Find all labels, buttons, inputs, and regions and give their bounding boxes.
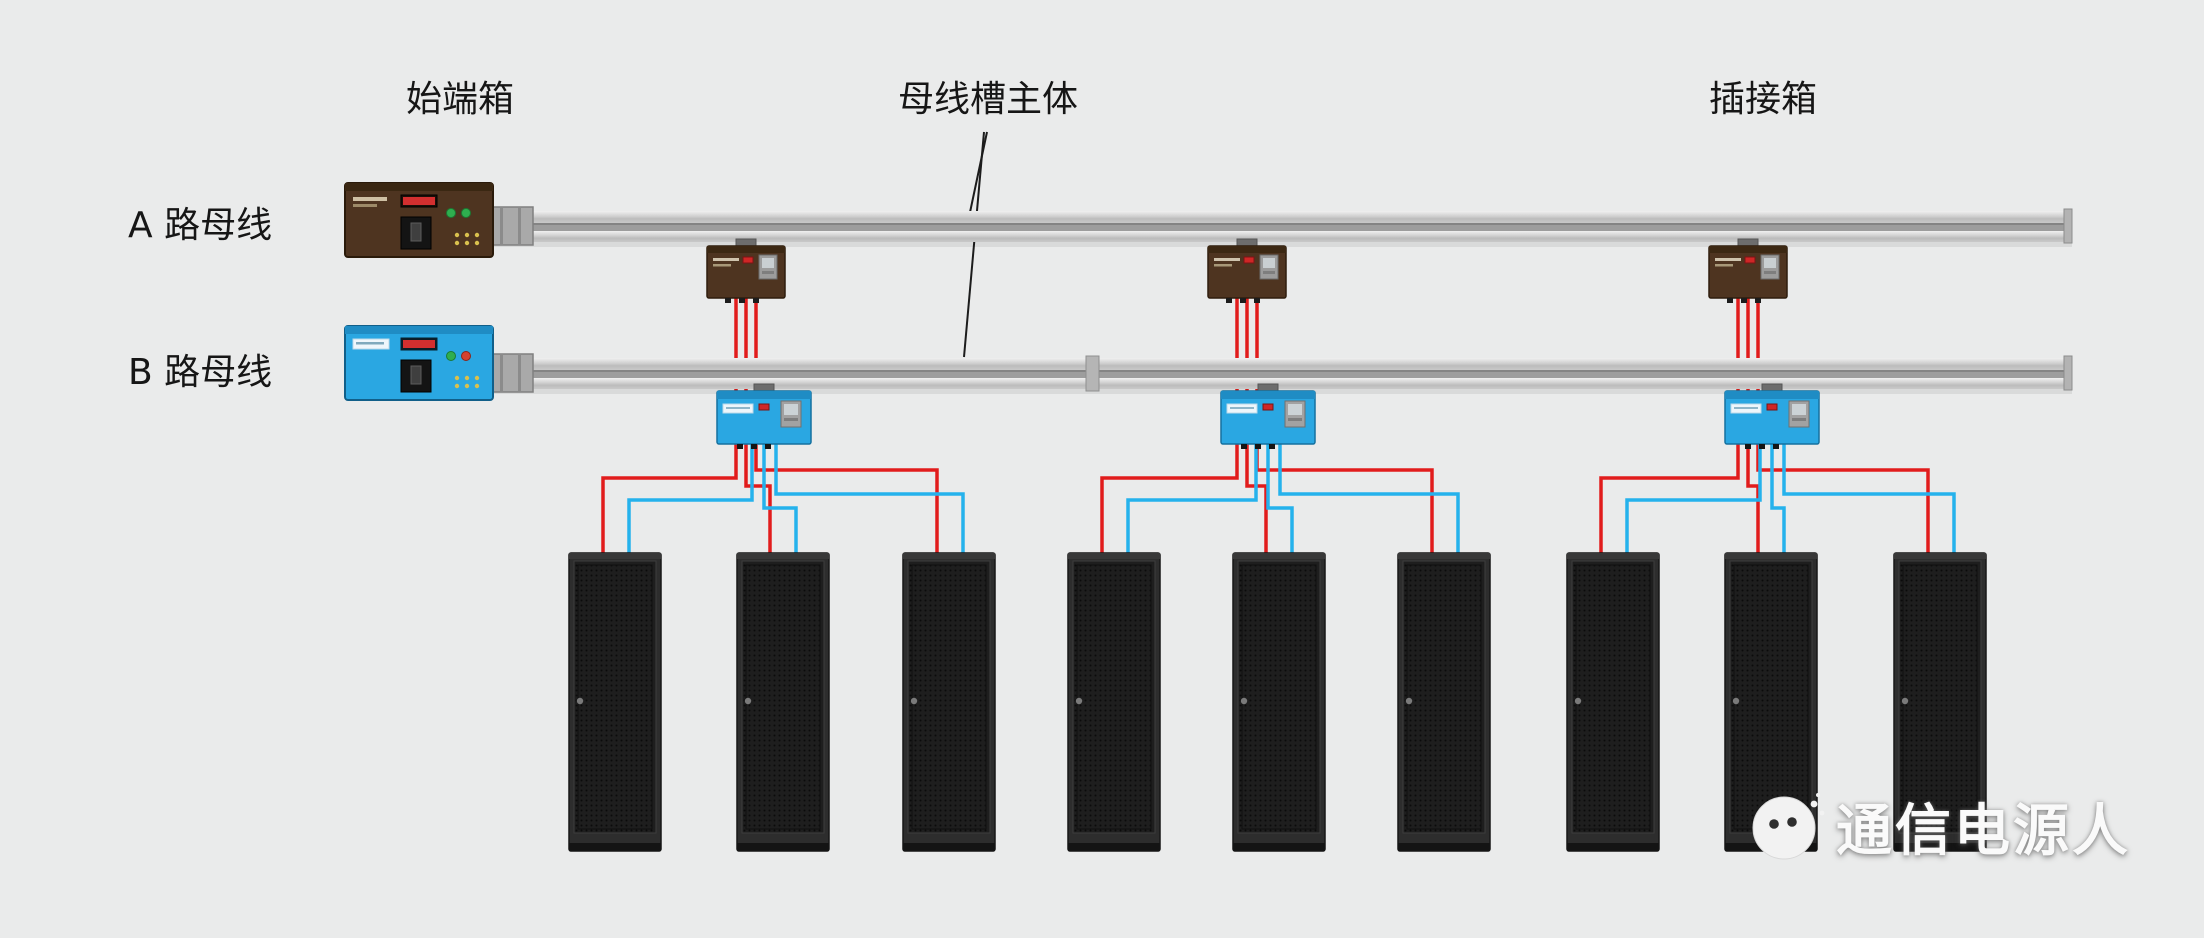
- busway-leader-lines: [963, 131, 988, 358]
- blue-cable: [1278, 442, 1460, 560]
- route-b-blue-cables: [627, 442, 1956, 560]
- label-plug-box: 插接箱: [1708, 79, 1817, 120]
- server-rack: [1232, 552, 1326, 852]
- tap-box-a-3: [1708, 238, 1788, 304]
- busway-rail-b: [486, 353, 2073, 394]
- feed-box-route-b: [344, 325, 494, 401]
- label-bus-a: A 路母线: [128, 205, 273, 246]
- blue-cable: [1770, 442, 1786, 560]
- rail-coupling: [488, 353, 534, 393]
- rail-coupling: [488, 206, 534, 246]
- label-bus-b: B 路母线: [128, 352, 273, 393]
- server-rack: [902, 552, 996, 852]
- server-rack: [1397, 552, 1491, 852]
- server-rack: [1566, 552, 1660, 852]
- watermark-text: 通信电源人: [1836, 798, 2131, 864]
- rack-group-1: [568, 552, 996, 852]
- blue-cable: [1126, 442, 1258, 560]
- busway-rail-a: [486, 206, 2073, 247]
- rail-end-cap: [2063, 355, 2073, 391]
- tap-box-a-2: [1207, 238, 1287, 304]
- server-rack: [736, 552, 830, 852]
- blue-cable: [774, 442, 965, 560]
- rail-end-cap: [2063, 208, 2073, 244]
- tap-box-b-3: [1724, 383, 1820, 450]
- blue-cable: [1625, 442, 1762, 560]
- red-cable: [1100, 296, 1239, 560]
- red-cable: [1599, 296, 1740, 560]
- label-busway-body: 母线槽主体: [897, 79, 1078, 120]
- rail-joint: [1085, 355, 1100, 392]
- blue-cable: [1266, 442, 1294, 560]
- rack-group-2: [1067, 552, 1491, 852]
- tap-box-b-2: [1220, 383, 1316, 450]
- server-rack: [568, 552, 662, 852]
- watermark: 通信电源人: [1742, 780, 2131, 872]
- blue-cable: [627, 442, 754, 560]
- tap-box-a-1: [706, 238, 786, 304]
- blue-cable: [1782, 442, 1956, 560]
- red-cable: [601, 296, 738, 560]
- tap-box-b-1: [716, 383, 812, 450]
- label-start-box: 始端箱: [405, 79, 514, 120]
- server-rack: [1067, 552, 1161, 852]
- wechat-chat-bubble-icon: [1752, 793, 1825, 860]
- blue-cable: [762, 442, 798, 560]
- feed-box-route-a: [344, 182, 494, 258]
